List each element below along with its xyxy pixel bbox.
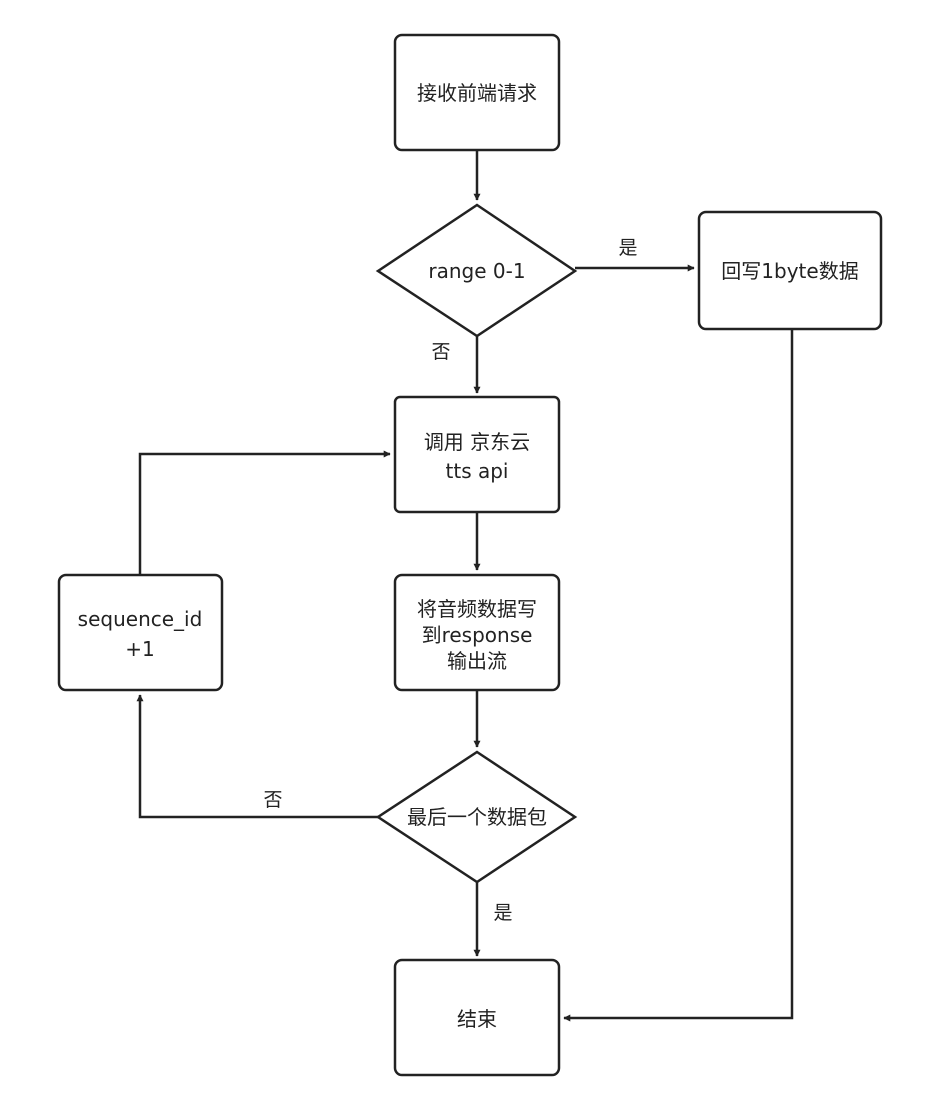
- node-write-audio-line-1: 将音频数据写: [417, 597, 537, 621]
- node-call-api-line-2: tts api: [446, 459, 509, 483]
- node-sequence-line-2: +1: [125, 637, 154, 661]
- edge-label-range-no: 否: [431, 341, 450, 363]
- node-call-api: 调用 京东云 tts api: [393, 395, 561, 514]
- node-range-check-line-1: range 0-1: [428, 259, 525, 283]
- node-write-1byte-line-1: 回写1byte数据: [721, 259, 858, 283]
- edge-last-no-to-sequence: [136, 694, 378, 819]
- edges: [136, 150, 794, 1022]
- node-range-check: range 0-1: [375, 203, 578, 338]
- node-receive-request: 接收前端请求: [393, 33, 561, 152]
- edge-write-1byte-to-end: [563, 330, 794, 1022]
- node-write-audio: 将音频数据写 到response 输出流: [393, 573, 561, 692]
- node-write-1byte: 回写1byte数据: [697, 210, 883, 331]
- node-last-packet-check: 最后一个数据包: [375, 750, 578, 884]
- node-last-packet-check-line-1: 最后一个数据包: [407, 805, 547, 829]
- edge-sequence-to-call-api: [138, 450, 391, 575]
- node-write-audio-line-3: 输出流: [447, 649, 507, 673]
- edge-label-last-no: 否: [263, 789, 282, 811]
- node-call-api-line-1: 调用 京东云: [424, 430, 530, 454]
- node-receive-request-line-1: 接收前端请求: [417, 81, 537, 105]
- edge-label-last-yes: 是: [493, 902, 512, 924]
- node-sequence-increment: sequence_id +1: [57, 573, 224, 692]
- edge-label-range-yes: 是: [618, 237, 637, 259]
- node-end-line-1: 结束: [457, 1007, 497, 1031]
- node-sequence-line-1: sequence_id: [78, 607, 203, 631]
- node-end: 结束: [393, 958, 561, 1077]
- node-write-audio-line-2: 到response: [422, 623, 533, 647]
